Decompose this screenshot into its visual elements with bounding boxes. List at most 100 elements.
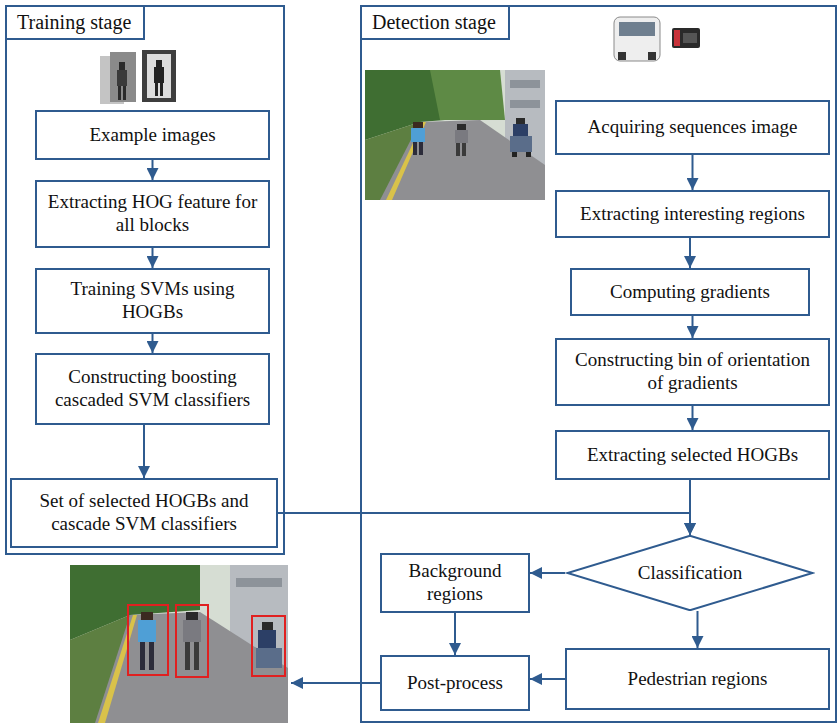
road-photo-part	[413, 122, 423, 128]
process-box: Computing gradients	[570, 268, 810, 316]
road-photo-part	[505, 70, 545, 165]
node-label: Computing gradients	[610, 281, 770, 304]
process-box: Extracting HOG feature for all blocks	[35, 180, 270, 248]
road-photo-part	[510, 100, 540, 108]
road-photo-part	[510, 136, 532, 152]
flow-arrow	[530, 572, 565, 574]
output-photo-part	[185, 642, 190, 670]
process-box: Post-process	[380, 655, 530, 711]
process-box: Training SVMs using HOGBs	[35, 268, 270, 334]
node-label: Acquiring sequences image	[588, 116, 798, 139]
output-photo-part	[128, 605, 168, 675]
road-photo-part	[419, 142, 423, 155]
process-box: Extracting selected HOGBs	[555, 430, 830, 480]
road-photo-part	[513, 124, 528, 138]
road-photo	[365, 70, 545, 200]
flow-arrow	[692, 155, 694, 190]
process-box: Constructing boosting cascaded SVM class…	[35, 353, 270, 425]
road-photo-part	[380, 120, 545, 200]
training-thumbnails-part	[160, 83, 163, 96]
stage-heading: Detection stage	[362, 7, 510, 40]
output-photo-part	[98, 615, 137, 723]
output-photo-part	[140, 642, 145, 670]
training-thumbnails-part	[142, 50, 176, 102]
flow-arrow	[692, 406, 694, 430]
road-photo-part	[430, 70, 505, 120]
node-label: Extracting HOG feature for all blocks	[45, 191, 260, 237]
training-thumbnails	[100, 50, 176, 104]
training-thumbnails-part	[123, 86, 126, 100]
road-photo-part	[413, 142, 417, 155]
node-label: Example images	[89, 124, 215, 147]
flow-arrow	[152, 334, 154, 353]
output-photo-part	[258, 630, 276, 648]
output-photo-part	[141, 612, 153, 620]
vehicle-and-camera-part	[674, 30, 680, 46]
vehicle-and-camera-part	[618, 52, 626, 60]
node-label: Post-process	[407, 672, 503, 695]
training-thumbnails-part	[155, 83, 158, 96]
output-arrow-part	[291, 682, 380, 684]
flow-arrow	[152, 248, 154, 268]
vehicle-and-camera-part	[648, 52, 656, 60]
node-label: Set of selected HOGBs and cascade SVM cl…	[20, 490, 268, 536]
flow-arrow	[689, 238, 691, 268]
process-box: Example images	[35, 110, 270, 160]
flow-arrow	[152, 160, 154, 180]
stage-panel: Example imagesExtracting HOG feature for…	[5, 5, 285, 555]
road-photo-part	[510, 80, 540, 88]
output-photo-part	[95, 612, 288, 723]
flow-arrow	[697, 611, 699, 648]
output-photo-part	[183, 620, 201, 642]
output-photo-part	[176, 605, 208, 677]
flow-arrow	[692, 316, 694, 338]
stage-panel: Acquiring sequences imageExtracting inte…	[360, 5, 837, 723]
node-label: Constructing boosting cascaded SVM class…	[45, 366, 260, 412]
training-thumbnails-part	[118, 86, 121, 100]
output-arrow	[291, 683, 380, 684]
result-box: Background regions	[380, 553, 530, 613]
result-box: Pedestrian regions	[565, 648, 830, 710]
process-box: Acquiring sequences image	[555, 100, 830, 155]
output-photo-part	[256, 648, 282, 668]
training-thumbnails-part	[156, 60, 162, 67]
road-photo-part	[512, 152, 517, 157]
training-thumbnails-part	[117, 70, 127, 86]
output-photo-part	[236, 578, 282, 587]
node-label: Pedestrian regions	[628, 668, 768, 691]
road-photo-part	[386, 122, 426, 200]
output-photo-part	[149, 642, 154, 670]
training-thumbnails-part	[154, 67, 164, 83]
output-photo-part	[262, 622, 273, 630]
output-photo-part	[186, 612, 198, 620]
flow-arrow	[278, 513, 690, 535]
flow-arrow	[530, 678, 565, 680]
flow-arrow	[454, 613, 456, 655]
road-photo-part	[456, 143, 460, 156]
output-photo-part	[138, 620, 156, 642]
road-photo-part	[455, 130, 468, 143]
node-label: Classification	[638, 562, 742, 585]
output-photo-part	[70, 565, 288, 723]
node-label: Training SVMs using HOGBs	[45, 278, 260, 324]
output-photo-part	[252, 616, 285, 676]
node-label: Extracting selected HOGBs	[587, 444, 798, 467]
road-photo-part	[411, 128, 425, 142]
vehicle-and-camera-part	[614, 17, 660, 61]
road-photo-part	[526, 152, 531, 157]
diamond-shape	[568, 536, 813, 610]
vehicle-and-camera-part	[619, 22, 655, 36]
training-thumbnails-part	[110, 52, 136, 102]
road-photo-part	[462, 143, 466, 156]
decision-diamond: Classification	[565, 535, 815, 611]
node-label: Background regions	[390, 560, 520, 606]
road-photo-part	[516, 118, 525, 124]
process-box: Extracting interesting regions	[555, 190, 830, 238]
process-box: Constructing bin of orientation of gradi…	[555, 338, 830, 406]
road-photo-part	[365, 70, 545, 200]
training-thumbnails-part	[119, 62, 125, 70]
road-photo-part	[457, 124, 466, 130]
stage-heading: Training stage	[7, 7, 145, 40]
